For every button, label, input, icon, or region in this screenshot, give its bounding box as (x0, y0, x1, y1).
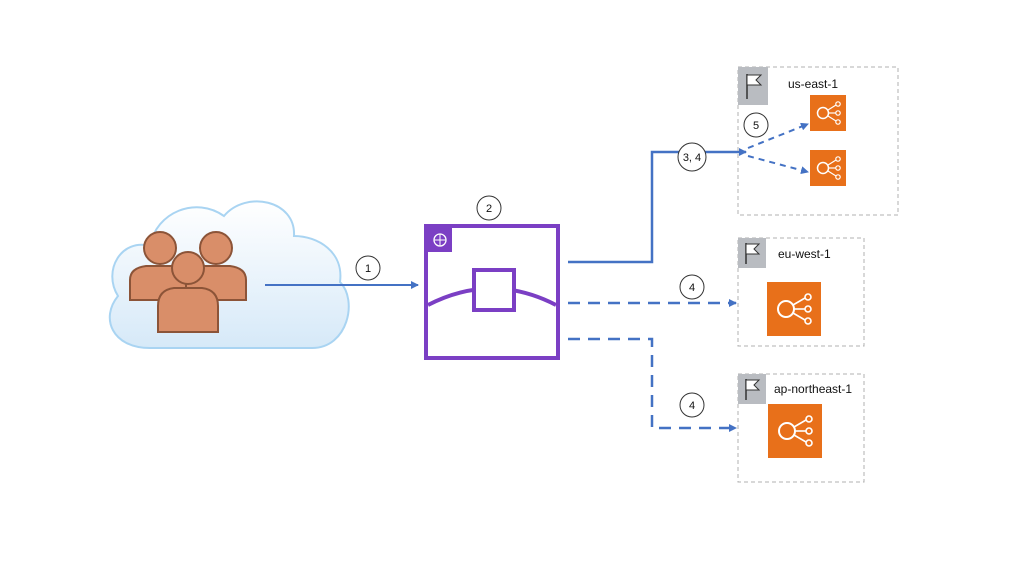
route-ap-northeast-1 (568, 337, 737, 432)
elastic-load-balancer-icon (810, 95, 846, 131)
region-label-ap-northeast-1: ap-northeast-1 (774, 382, 853, 396)
elastic-load-balancer-icon (768, 404, 822, 458)
global-accelerator-icon (424, 224, 560, 360)
users-group-icon (129, 231, 247, 333)
region-box-ap-northeast-1 (737, 373, 865, 483)
step-1-label: 1 (365, 263, 371, 275)
region-box-eu-west-1 (737, 237, 865, 347)
step-4-label-ap: 4 (689, 400, 695, 412)
step-4-badge-ap: 4 (679, 392, 705, 418)
step-3-4-label: 3, 4 (683, 152, 701, 164)
region-label-eu-west-1: eu-west-1 (778, 247, 831, 261)
region-flag-icon (738, 374, 766, 404)
region-flag-icon (738, 238, 766, 268)
step-4-label-eu: 4 (689, 282, 695, 294)
step-1-badge: 1 (355, 255, 381, 281)
region-box-us-east-1 (737, 66, 899, 216)
elastic-load-balancer-icon (767, 282, 821, 336)
route-us-east-1 (568, 148, 747, 264)
step-3-4-badge: 3, 4 (677, 142, 707, 172)
split-arrow-lower (747, 155, 809, 175)
step-2-badge: 2 (476, 195, 502, 221)
step-2-label: 2 (486, 203, 492, 215)
step-5-badge: 5 (743, 112, 769, 138)
region-label-us-east-1: us-east-1 (788, 77, 839, 91)
step-5-label: 5 (753, 120, 759, 132)
elastic-load-balancer-icon (810, 150, 846, 186)
step-4-badge-eu: 4 (679, 274, 705, 300)
region-flag-icon (738, 67, 768, 105)
